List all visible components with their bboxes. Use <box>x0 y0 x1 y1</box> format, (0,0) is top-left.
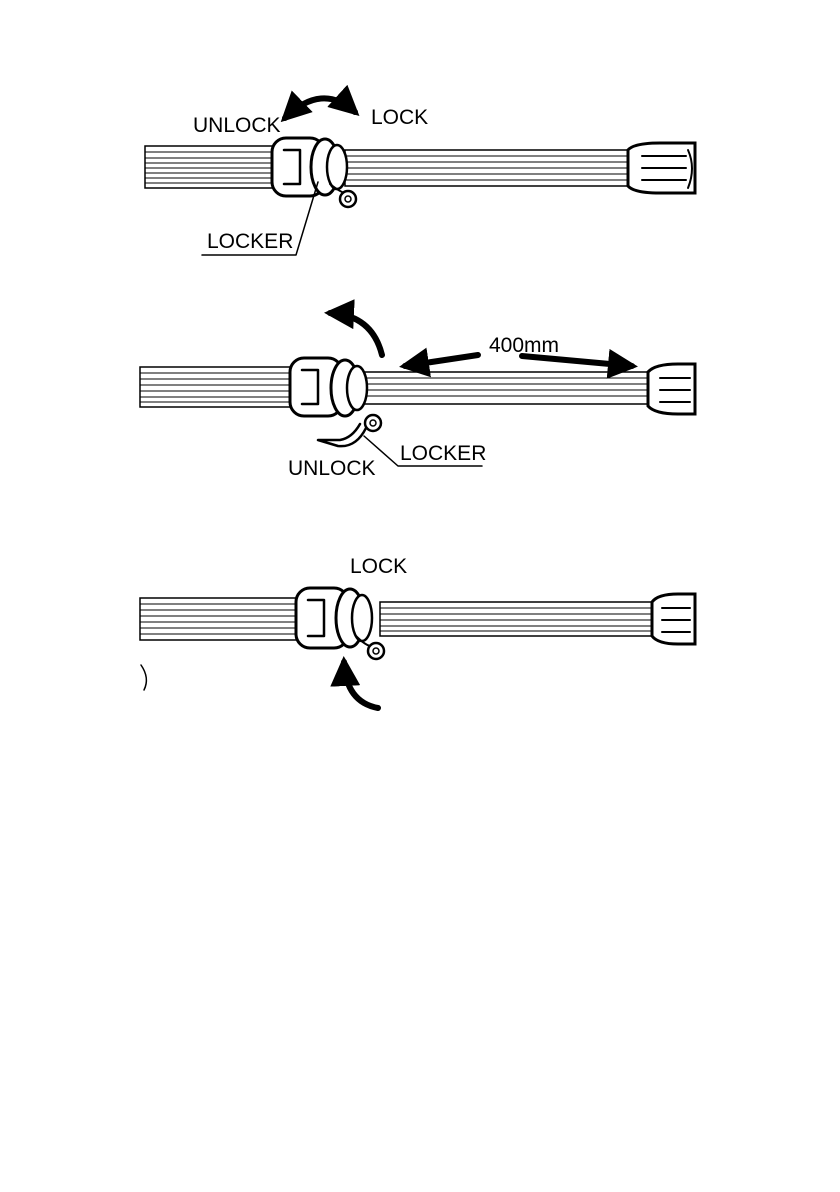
pole-section-right <box>360 372 652 404</box>
pole-end-cap <box>652 594 695 644</box>
locker-lever-open <box>318 424 366 446</box>
extend-arrow-left <box>405 355 478 366</box>
pole-section-left <box>145 146 280 188</box>
label-lock: LOCK <box>350 555 407 578</box>
pole-end-cap <box>628 143 695 193</box>
close-lever-arrow <box>344 662 378 708</box>
pole-section-right <box>380 602 655 636</box>
label-unlock: UNLOCK <box>193 114 281 137</box>
label-lock: LOCK <box>371 106 428 129</box>
tool-edge-fragment <box>141 665 146 690</box>
locker-collar <box>296 588 384 659</box>
panel-3: LOCK <box>140 555 695 708</box>
panel-2: 400mm UNLOCK LOCKER <box>140 313 695 480</box>
pole-section-right <box>345 150 630 186</box>
extend-arrow-right <box>522 356 632 366</box>
pole-section-left <box>140 367 300 407</box>
label-length: 400mm <box>489 334 559 357</box>
pole-section-left <box>140 598 300 640</box>
label-unlock: UNLOCK <box>288 457 376 480</box>
label-locker: LOCKER <box>207 230 293 253</box>
panel-1: UNLOCK LOCK LOCKER <box>145 98 695 255</box>
label-locker: LOCKER <box>400 442 486 465</box>
open-lever-arrow <box>330 313 382 355</box>
rotate-arrow <box>285 98 355 118</box>
pole-end-cap <box>648 364 695 414</box>
